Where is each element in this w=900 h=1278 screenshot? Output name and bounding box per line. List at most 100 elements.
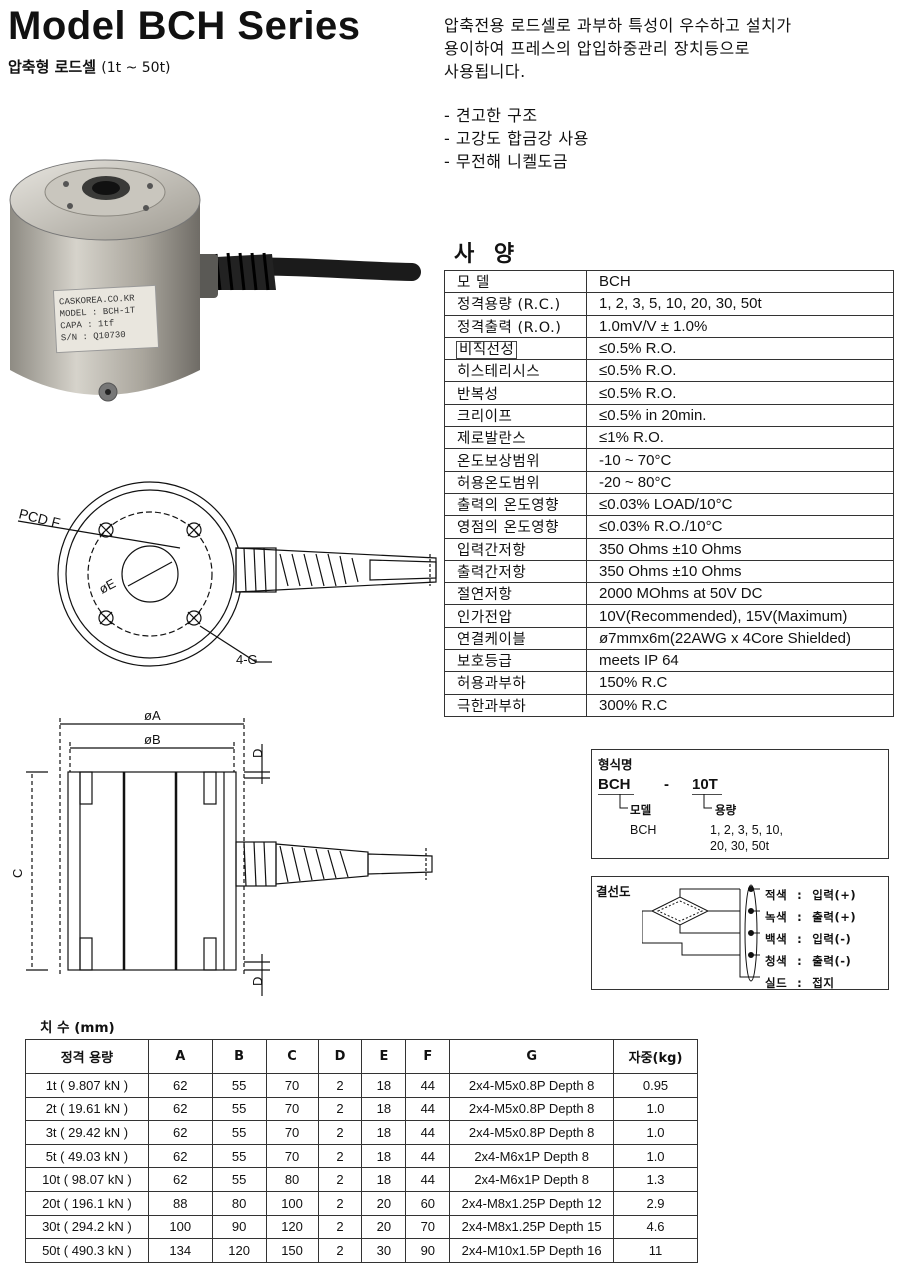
dimensions-column-header: B xyxy=(211,1039,267,1074)
dimensions-column-header: D xyxy=(317,1039,363,1074)
top-view-drawing: PCD F øE 4-G xyxy=(17,481,437,667)
dimensions-cell: 1t ( 9.807 kN ) xyxy=(25,1073,149,1098)
dimensions-cell: 80 xyxy=(211,1190,267,1216)
model-code-brackets xyxy=(598,794,722,809)
dimensions-cell: 2 xyxy=(317,1120,363,1145)
spec-value: 350 Ohms ±10 Ohms xyxy=(586,559,894,584)
wire-signal: 입력(+) xyxy=(812,888,857,902)
wire-signal: 출력(+) xyxy=(812,910,857,924)
c-label: C xyxy=(10,869,25,878)
dimensions-cell: 70 xyxy=(405,1214,451,1240)
page-subtitle: 압축형 로드셀 (1t ~ 50t) xyxy=(8,56,171,77)
spec-value: ≤0.03% R.O./10°C xyxy=(586,515,894,539)
spec-key: 제로발란스 xyxy=(444,426,587,450)
dimensions-cell: 55 xyxy=(211,1167,267,1192)
dimensions-cell: 150 xyxy=(265,1238,319,1263)
wiring-row: 적색:입력(+) xyxy=(765,887,856,903)
e-label: øE xyxy=(96,575,118,596)
model-code-dash: - xyxy=(664,776,669,793)
dimensions-cell: 44 xyxy=(405,1167,451,1192)
dimensions-cell: 44 xyxy=(405,1120,451,1145)
spec-value: 1, 2, 3, 5, 10, 20, 30, 50t xyxy=(586,292,894,316)
spec-key: 히스테리시스 xyxy=(444,359,587,383)
spec-key: 정격출력 (R.O.) xyxy=(444,314,587,338)
spec-key: 허용과부하 xyxy=(444,671,587,695)
g-label: 4-G xyxy=(236,652,258,667)
dimensions-cell: 62 xyxy=(147,1120,213,1145)
dimensions-column-header: C xyxy=(265,1039,319,1074)
dimensions-cell: 100 xyxy=(147,1214,213,1240)
page-title: Model BCH Series xyxy=(8,4,361,48)
dimensions-cell: 62 xyxy=(147,1167,213,1192)
spec-value: ≤1% R.O. xyxy=(586,426,894,450)
photo-label-line: CAPA : 1tf xyxy=(60,319,114,332)
spec-key: 비직선성 xyxy=(444,336,587,361)
wire-signal: 접지 xyxy=(812,976,835,990)
spec-value: 1.0mV/V ± 1.0% xyxy=(586,314,894,338)
dimensions-cell: 2 xyxy=(317,1096,363,1122)
dimensions-cell: 70 xyxy=(265,1073,319,1098)
wiring-diagram-box: 결선도 적색:입력(+)녹색:출력(+)백색:입력(-)청색:출력(-)실드:접… xyxy=(591,876,889,990)
wire-separator: : xyxy=(797,976,803,990)
dimensions-cell: 2 xyxy=(317,1073,363,1098)
model-code-box: 형식명 BCH - 10T 모델 용량 BCH 1, 2, 3, 5, 10, … xyxy=(591,749,889,859)
side-view-drawing: øA øB C D D xyxy=(10,708,433,996)
dimensions-cell: 70 xyxy=(265,1120,319,1145)
dimensions-cell: 120 xyxy=(211,1238,267,1263)
wire-separator: : xyxy=(797,932,803,946)
model-value: BCH xyxy=(630,823,657,837)
dimensions-cell: 120 xyxy=(265,1214,319,1240)
wheatstone-bridge-diagram xyxy=(642,884,760,982)
dimensions-cell: 20t ( 196.1 kN ) xyxy=(25,1190,149,1216)
dimensions-cell: 18 xyxy=(361,1120,407,1145)
wire-color: 백색 xyxy=(765,932,788,946)
subtitle-main: 압축형 로드셀 xyxy=(8,58,97,76)
dimensions-cell: 18 xyxy=(361,1167,407,1192)
dimensions-cell: 100 xyxy=(265,1190,319,1216)
pcd-label: PCD F xyxy=(17,505,62,531)
spec-value: ≤0.03% LOAD/10°C xyxy=(586,492,894,517)
spec-key: 출력간저항 xyxy=(444,559,587,584)
model-code-capacity: 10T xyxy=(692,776,718,793)
dimensions-cell: 80 xyxy=(265,1167,319,1192)
subtitle-range: (1t ~ 50t) xyxy=(101,60,171,76)
spec-row: 온도보상범위-10 ~ 70°C xyxy=(444,448,894,472)
dimensions-cell: 5t ( 49.03 kN ) xyxy=(25,1143,149,1169)
dimensions-heading: 치 수 (mm) xyxy=(40,1020,115,1036)
feature-item: - 견고한 구조 xyxy=(444,106,538,125)
spec-key: 영점의 온도영향 xyxy=(444,515,587,539)
capacity-value: 20, 30, 50t xyxy=(710,839,770,853)
dimensions-cell: 30 xyxy=(361,1238,407,1263)
feature-item: - 고강도 합금강 사용 xyxy=(444,129,589,148)
dimensions-cell: 55 xyxy=(211,1143,267,1169)
spec-value: 350 Ohms ±10 Ohms xyxy=(586,537,894,561)
wire-signal: 출력(-) xyxy=(812,954,852,968)
spec-row: 출력의 온도영향≤0.03% LOAD/10°C xyxy=(444,492,894,517)
spec-value: 300% R.C xyxy=(586,693,894,717)
wiring-row: 실드:접지 xyxy=(765,975,834,991)
spec-value: 2000 MOhms at 50V DC xyxy=(586,582,894,606)
capacity-label: 용량 xyxy=(715,803,737,817)
dimensions-cell: 0.95 xyxy=(613,1073,698,1098)
spec-value: BCH xyxy=(586,269,894,294)
spec-key: 크리이프 xyxy=(444,403,587,428)
dimensions-column-header: E xyxy=(361,1039,407,1074)
spec-key: 온도보상범위 xyxy=(444,448,587,472)
spec-row: 허용온도범위-20 ~ 80°C xyxy=(444,470,894,494)
dimensions-cell: 2 xyxy=(317,1143,363,1169)
dimensions-column-header: 정격 용량 xyxy=(25,1039,149,1074)
dimensions-cell: 62 xyxy=(147,1143,213,1169)
wire-color: 청색 xyxy=(765,954,788,968)
wiring-row: 청색:출력(-) xyxy=(765,953,851,969)
intro-line: 용이하여 프레스의 압입하중관리 장치등으로 xyxy=(444,39,750,58)
dimensions-cell: 1.0 xyxy=(613,1096,698,1122)
